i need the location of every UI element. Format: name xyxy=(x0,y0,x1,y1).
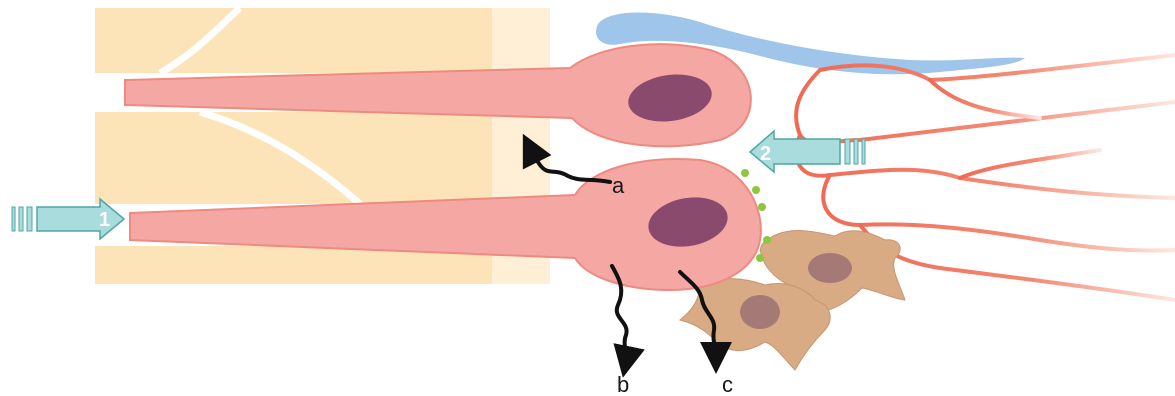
vessel-branch-2 xyxy=(960,150,1100,178)
signal-dot xyxy=(763,236,771,244)
matrix-block-top-edge xyxy=(492,8,550,73)
microglia-nucleus-lower xyxy=(740,295,780,329)
label-a: a xyxy=(612,173,625,198)
signal-dot xyxy=(752,186,760,194)
arrow-1-tick xyxy=(19,207,23,231)
arrow-1-tick xyxy=(27,207,32,231)
input-arrow-1: 1 xyxy=(12,199,124,239)
arrow-2-tick xyxy=(854,139,858,164)
signal-dot xyxy=(758,203,766,211)
arrow-2-tick xyxy=(845,139,850,164)
matrix-block-top xyxy=(95,8,550,73)
arrow-2-tick xyxy=(862,139,865,164)
vessel-3 xyxy=(796,135,1175,198)
signal-dot xyxy=(741,169,749,177)
vessel-branch-1 xyxy=(930,80,1040,118)
signal-dot xyxy=(756,254,764,262)
arrow-1-tick xyxy=(12,207,15,231)
microglia-nucleus-upper xyxy=(808,253,852,283)
input-arrow-2: 2 xyxy=(750,131,865,172)
arrow-1-shaft xyxy=(37,199,124,239)
vessel-2 xyxy=(796,70,1175,143)
matrix-block-middle xyxy=(95,112,550,204)
label-b: b xyxy=(617,372,629,396)
label-c: c xyxy=(722,372,733,396)
arrow-2-number: 2 xyxy=(760,143,771,165)
arrow-1-number: 1 xyxy=(99,209,110,231)
matrix-block-middle-edge xyxy=(492,112,550,204)
